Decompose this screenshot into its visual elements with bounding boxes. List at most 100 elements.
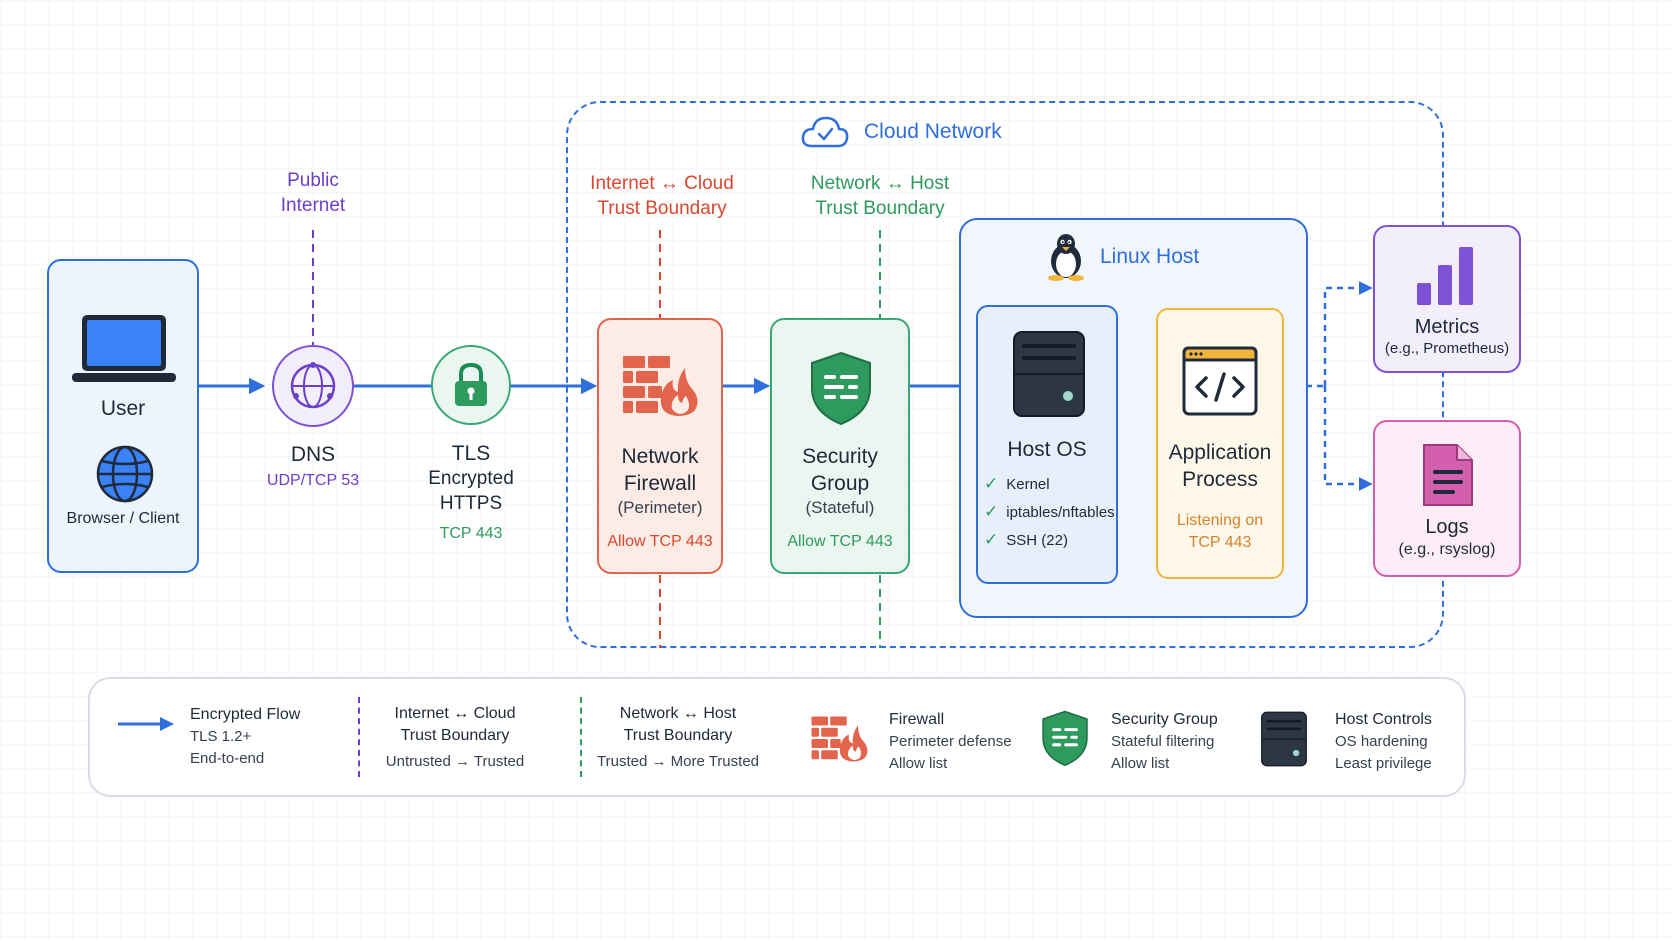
check-icon: ✓ — [984, 530, 999, 549]
lock-icon — [455, 362, 487, 406]
shield-icon — [1042, 710, 1088, 767]
firewall-rule: Allow TCP 443 — [607, 533, 713, 550]
logs-label: Logs — [1425, 516, 1469, 538]
logs-example: (e.g., rsyslog) — [1398, 541, 1496, 558]
security-group-rule: Allow TCP 443 — [787, 533, 893, 550]
legend-green-divider — [580, 697, 582, 777]
tls-port: TCP 443 — [439, 525, 503, 542]
network-firewall-node: Network Firewall (Perimeter) Allow TCP 4… — [597, 318, 723, 574]
cloud-network-label: Cloud Network — [800, 112, 1002, 152]
legend-encrypted-flow-title: Encrypted Flow — [190, 706, 301, 723]
security-group-node: Security Group (Stateful) Allow TCP 443 — [770, 318, 910, 574]
host-os-check-kernel: ✓ Kernel — [984, 474, 1050, 495]
legend-host-controls: Host Controls OS hardening Least privile… — [1335, 709, 1432, 775]
metrics-example: (e.g., Prometheus) — [1384, 340, 1510, 357]
legend-host-controls-line1: OS hardening — [1335, 733, 1428, 750]
legend-firewall: Firewall Perimeter defense Allow list — [889, 709, 1012, 775]
legend-network-host-line1: Network ↔ Host — [619, 705, 737, 722]
firewall-icon — [623, 356, 698, 416]
check-icon: ✓ — [984, 474, 999, 493]
legend-encrypted-flow: Encrypted Flow TLS 1.2+ End-to-end — [190, 704, 300, 770]
bar-chart-icon — [1417, 247, 1473, 305]
user-label: User — [100, 397, 146, 420]
application-process-status: Listening on TCP 443 — [1158, 510, 1282, 554]
arrow-right-icon — [118, 717, 174, 731]
internet-cloud-boundary-label: Internet ↔ Cloud Trust Boundary — [560, 171, 764, 221]
check-icon: ✓ — [984, 502, 999, 521]
metrics-node: Metrics (e.g., Prometheus) — [1373, 225, 1521, 373]
legend-firewall-line2: Allow list — [889, 755, 948, 772]
legend-host-controls-title: Host Controls — [1335, 711, 1432, 728]
shield-icon — [811, 351, 871, 426]
network-host-boundary-line2: Trust Boundary — [815, 198, 945, 219]
logs-arrow — [1323, 386, 1373, 491]
firewall-line2: Firewall — [623, 472, 697, 495]
host-os-node: Host OS ✓ Kernel ✓ iptables/nftables ✓ SSH … — [976, 305, 1118, 584]
legend-internet-cloud-line1: Internet ↔ Cloud — [394, 705, 516, 722]
application-status-line1: Listening on — [1176, 512, 1264, 529]
firewall-line1: Network — [621, 445, 699, 468]
network-host-boundary-line1: Network ↔ Host — [810, 173, 950, 194]
public-internet-label: Public Internet — [233, 168, 393, 218]
dns-circle — [272, 345, 354, 427]
tls-line1: TLS — [451, 442, 491, 465]
cloud-network-boundary — [566, 101, 1444, 648]
cloud-check-icon — [801, 116, 849, 148]
application-process-title: Application Process — [1158, 439, 1282, 493]
dns-protocol: UDP/TCP 53 — [266, 472, 360, 489]
security-group-qualifier: (Stateful) — [805, 498, 875, 517]
tls-circle — [431, 345, 511, 425]
legend-network-host-line3: Trusted → More Trusted — [597, 753, 759, 770]
cloud-network-title: Cloud Network — [864, 120, 1002, 143]
dns-label: DNS — [290, 443, 336, 466]
security-group-line1: Security — [802, 445, 878, 468]
legend-security-group-line2: Allow list — [1111, 755, 1170, 772]
globe-icon — [96, 445, 154, 503]
legend-firewall-line1: Perimeter defense — [889, 733, 1012, 750]
legend-firewall-title: Firewall — [889, 711, 945, 728]
check-label: Kernel — [1006, 476, 1050, 493]
legend-security-group-title: Security Group — [1111, 711, 1218, 728]
server-icon — [1013, 331, 1085, 417]
tls-label: TLS Encrypted HTTPS — [391, 441, 551, 516]
check-label: SSH (22) — [1006, 532, 1068, 549]
linux-host-header: Linux Host — [1046, 232, 1199, 282]
browser-client-label: Browser / Client — [66, 510, 180, 527]
logs-node: Logs (e.g., rsyslog) — [1373, 420, 1521, 577]
legend-host-controls-line2: Least privilege — [1335, 755, 1432, 772]
public-internet-line2: Internet — [280, 195, 346, 216]
check-label: iptables/nftables — [1006, 504, 1115, 521]
network-host-boundary-label: Network ↔ Host Trust Boundary — [776, 171, 984, 221]
internet-cloud-boundary-line2: Trust Boundary — [597, 198, 727, 219]
tls-line3: HTTPS — [439, 493, 503, 514]
laptop-icon — [72, 315, 176, 382]
document-icon — [1423, 444, 1473, 506]
legend-network-host-line2: Trust Boundary — [623, 727, 733, 744]
legend-internet-cloud-line2: Trust Boundary — [400, 727, 510, 744]
firewall-qualifier: (Perimeter) — [617, 498, 703, 517]
legend-security-group: Security Group Stateful filtering Allow … — [1111, 709, 1218, 775]
server-icon — [1261, 711, 1307, 767]
dns-globe-icon — [290, 362, 336, 409]
legend-network-host: Network ↔ Host Trust Boundary Trusted → … — [590, 703, 766, 773]
metrics-arrow — [1323, 281, 1373, 386]
application-status-line2: TCP 443 — [1188, 534, 1252, 551]
firewall-icon — [811, 716, 868, 762]
internet-cloud-boundary-line1: Internet ↔ Cloud — [590, 173, 734, 194]
firewall-title: Network Firewall — [599, 443, 721, 497]
legend-security-group-line1: Stateful filtering — [1111, 733, 1215, 750]
linux-host-title: Linux Host — [1100, 245, 1200, 268]
application-process-node: Application Process Listening on TCP 443 — [1156, 308, 1284, 579]
legend-internet-cloud-line3: Untrusted → Trusted — [385, 753, 525, 770]
public-internet-line1: Public — [287, 170, 339, 191]
legend-purple-divider — [358, 697, 360, 777]
metrics-label: Metrics — [1414, 316, 1480, 338]
security-group-title: Security Group — [772, 443, 908, 497]
tux-icon — [1048, 234, 1084, 281]
host-os-label: Host OS — [1007, 438, 1087, 461]
application-process-line1: Application — [1168, 441, 1272, 464]
host-os-check-iptables: ✓ iptables/nftables — [984, 502, 1115, 523]
code-window-icon — [1182, 346, 1258, 416]
legend-encrypted-flow-line2: End-to-end — [190, 750, 265, 767]
host-os-check-ssh: ✓ SSH (22) — [984, 530, 1068, 551]
